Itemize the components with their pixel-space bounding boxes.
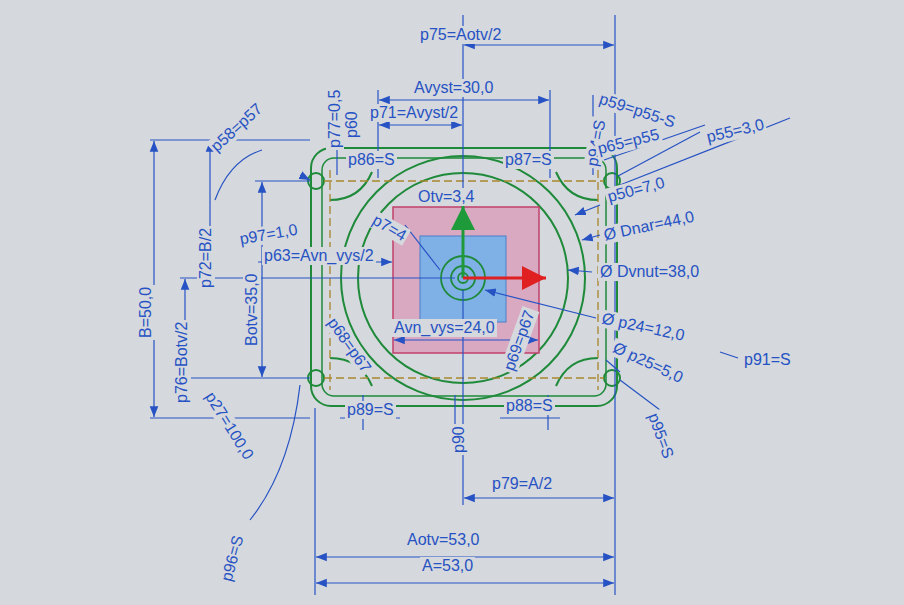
dimension-lines xyxy=(150,15,790,595)
dimension-label: Ø p24=12,0 xyxy=(598,309,688,345)
dimension-label: p76=Botv/2 xyxy=(173,320,191,405)
dimension-label: p87=S xyxy=(503,151,554,169)
hole xyxy=(308,173,324,189)
dimension-label: Avyst=30,0 xyxy=(412,79,495,97)
dimension-label: p96=S xyxy=(217,532,248,586)
inner-contour xyxy=(322,158,606,396)
dimension-label: p89=S xyxy=(345,401,396,419)
outer-contour xyxy=(311,148,617,406)
dimension-label: p58=p57 xyxy=(206,99,268,157)
dimension-label: p90 xyxy=(450,424,468,455)
dimension-label: p50=7,0 xyxy=(604,173,669,207)
dimension-label: p63=Avn_vys/2 xyxy=(262,247,376,265)
dimension-label: Otv=3,4 xyxy=(416,188,476,206)
dimension-label: Ø p25=5,0 xyxy=(608,338,687,388)
dimension-label: p68=p67 xyxy=(323,313,376,378)
dimension-label: p86=S xyxy=(346,151,397,169)
corner-arc xyxy=(330,172,372,200)
dimension-label: p72=B/2 xyxy=(197,226,215,290)
dimension-label: p55=3,0 xyxy=(703,115,768,147)
dimension-label: p97=1,0 xyxy=(236,220,300,249)
part-outline xyxy=(308,148,620,406)
dimension-label: Botv=35,0 xyxy=(243,272,261,349)
corner-arc xyxy=(556,172,598,200)
dimension-label: B=50,0 xyxy=(137,285,155,340)
dimension-label: Avn_vys=24,0 xyxy=(392,319,497,337)
hole xyxy=(604,370,620,386)
corner-arc xyxy=(556,358,598,386)
dimension-label: Aotv=53,0 xyxy=(405,531,482,549)
hole xyxy=(308,370,324,386)
dimension-label: p71=Avyst/2 xyxy=(368,104,460,122)
y-axis xyxy=(462,206,465,278)
dimension-label: A=53,0 xyxy=(420,557,475,575)
dimension-label: Ø Dvnut=38,0 xyxy=(598,263,701,281)
dimension-label: p7=4 xyxy=(368,210,412,246)
dimension-label: p88=S xyxy=(504,397,555,415)
dimension-label: Ø Dnar=44,0 xyxy=(600,207,698,245)
dimension-label: p79=A/2 xyxy=(490,475,554,493)
dimension-label: p91=S xyxy=(742,351,793,369)
dimension-label: p77=0,5 xyxy=(326,88,344,150)
dimension-label: p60 xyxy=(343,109,361,140)
dimension-label: p95=S xyxy=(644,409,678,463)
dimension-label: p27=100,0 xyxy=(200,387,258,464)
dimension-label: p69=p67 xyxy=(500,306,540,375)
x-axis xyxy=(463,277,546,280)
dimension-label: p75=Aotv/2 xyxy=(418,26,503,44)
